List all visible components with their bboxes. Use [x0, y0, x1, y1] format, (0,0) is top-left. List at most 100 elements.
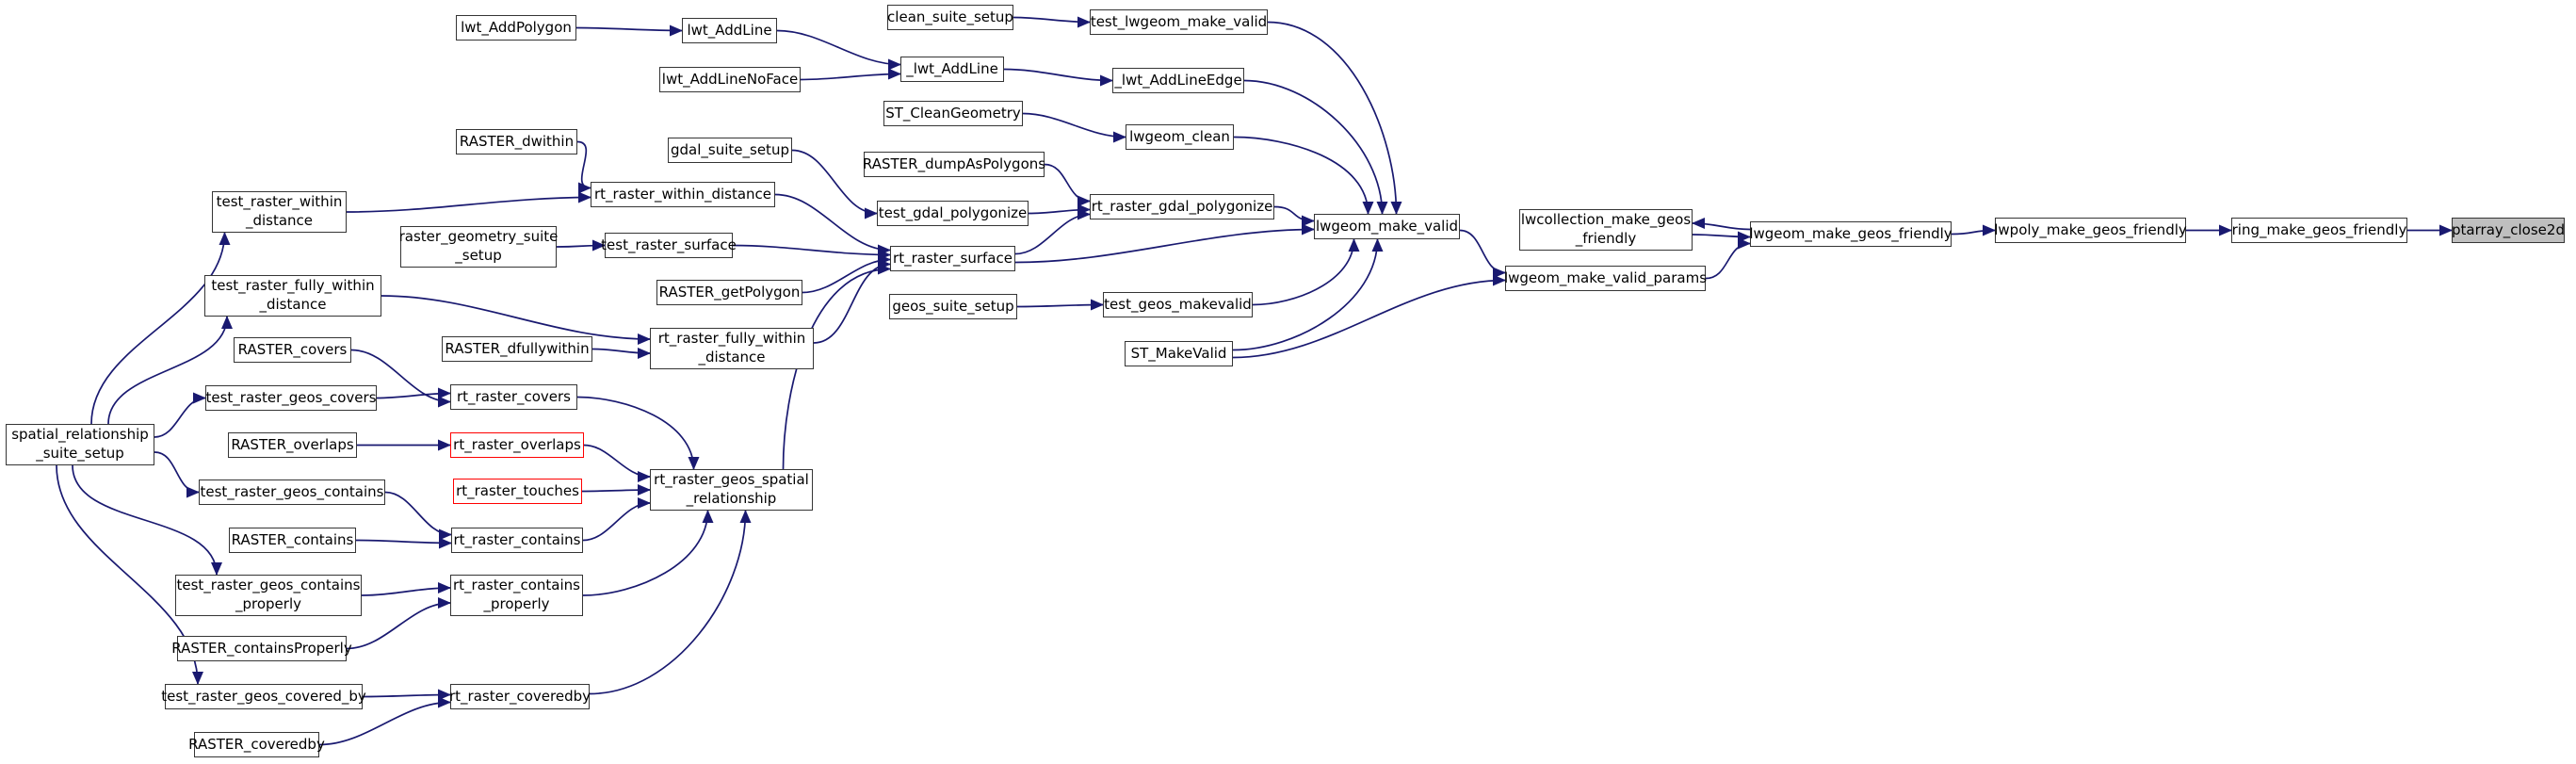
graph-node-lwcollection_make_geos_friendly[interactable]: lwcollection_make_geos _friendly	[1519, 209, 1693, 251]
graph-node-lwt_AddLine[interactable]: lwt_AddLine	[682, 18, 777, 43]
graph-node-lwgeom_make_valid_params[interactable]: lwgeom_make_valid_params	[1504, 266, 1707, 291]
edge-lwt_AddLine--_lwt_AddLine	[776, 29, 901, 71]
graph-node-test_raster_fully_within_distance[interactable]: test_raster_fully_within _distance	[204, 275, 381, 317]
graph-node-ring_make_geos_friendly[interactable]: ring_make_geos_friendly	[2231, 218, 2407, 243]
graph-node-spatial_relationship_suite_setup[interactable]: spatial_relationship _suite_setup	[6, 424, 154, 465]
graph-node-label: RASTER_coveredby	[188, 735, 325, 753]
edge-test_raster_geos_covers--rt_raster_covers	[376, 387, 451, 399]
graph-node-lwt_AddPolygon[interactable]: lwt_AddPolygon	[456, 15, 576, 41]
graph-node-RASTER_covers[interactable]: RASTER_covers	[234, 337, 351, 363]
graph-node-RASTER_contains[interactable]: RASTER_contains	[229, 528, 356, 553]
graph-node-label: rt_raster_within_distance	[593, 185, 772, 203]
edge-rt_raster_touches--rt_raster_geos_spatial_relationship	[581, 484, 651, 496]
graph-node-rt_raster_contains_properly[interactable]: rt_raster_contains _properly	[450, 575, 583, 616]
graph-node-test_raster_geos_contains[interactable]: test_raster_geos_contains	[199, 480, 385, 505]
edge-lwt_AddLineNoFace--_lwt_AddLine	[800, 68, 901, 81]
graph-node-clean_suite_setup[interactable]: clean_suite_setup	[887, 5, 1013, 30]
graph-node-test_lwgeom_make_valid[interactable]: test_lwgeom_make_valid	[1090, 9, 1268, 35]
graph-node-lwt_AddLineNoFace[interactable]: lwt_AddLineNoFace	[659, 67, 801, 92]
graph-node-label: RASTER_overlaps	[231, 435, 354, 453]
edge-spatial_relationship_suite_setup--test_raster_geos_contains_properly	[72, 464, 222, 576]
graph-node-label: test_raster_within _distance	[216, 193, 343, 229]
edge-lwt_AddPolygon--lwt_AddLine	[575, 24, 683, 37]
graph-node-test_raster_within_distance[interactable]: test_raster_within _distance	[212, 191, 347, 233]
graph-node-_lwt_AddLineEdge[interactable]: _lwt_AddLineEdge	[1112, 68, 1244, 93]
graph-node-test_gdal_polygonize[interactable]: test_gdal_polygonize	[877, 201, 1029, 226]
graph-node-rt_raster_geos_spatial_relationship[interactable]: rt_raster_geos_spatial _relationship	[650, 469, 813, 511]
graph-node-RASTER_getPolygon[interactable]: RASTER_getPolygon	[656, 280, 802, 305]
graph-node-test_geos_makevalid[interactable]: test_geos_makevalid	[1103, 292, 1253, 317]
graph-node-label: test_raster_geos_contains _properly	[176, 577, 361, 612]
edge-rt_raster_contains--rt_raster_geos_spatial_relationship	[582, 497, 651, 542]
graph-node-lwgeom_make_valid[interactable]: lwgeom_make_valid	[1314, 214, 1460, 239]
graph-node-label: clean_suite_setup	[887, 8, 1013, 25]
graph-node-label: rt_raster_contains	[453, 530, 581, 548]
graph-node-ST_CleanGeometry[interactable]: ST_CleanGeometry	[883, 101, 1023, 126]
edge-lwcollection_make_geos_friendly--lwgeom_make_geos_friendly	[1692, 231, 1751, 243]
graph-node-label: lwgeom_clean	[1129, 127, 1230, 145]
graph-node-label: test_raster_geos_covered_by	[161, 687, 366, 705]
graph-node-rt_raster_contains[interactable]: rt_raster_contains	[451, 528, 583, 553]
edge-clean_suite_setup--test_lwgeom_make_valid	[1013, 16, 1091, 28]
graph-node-label: rt_raster_contains _properly	[453, 577, 580, 612]
graph-node-label: _lwt_AddLineEdge	[1114, 71, 1242, 89]
edge-rt_raster_within_distance--rt_raster_surface	[774, 193, 891, 256]
graph-node-gdal_suite_setup[interactable]: gdal_suite_setup	[668, 138, 792, 163]
graph-node-rt_raster_overlaps[interactable]: rt_raster_overlaps	[450, 432, 584, 458]
graph-node-label: lwt_AddPolygon	[461, 18, 572, 36]
edge-RASTER_dumpAsPolygons--rt_raster_gdal_polygonize	[1044, 163, 1091, 207]
edge-test_raster_geos_contains--rt_raster_contains	[384, 491, 452, 541]
graph-node-label: test_raster_geos_covers	[205, 388, 377, 406]
edge-test_gdal_polygonize--rt_raster_gdal_polygonize	[1028, 203, 1091, 216]
graph-node-label: rt_raster_gdal_polygonize	[1091, 197, 1273, 215]
edge-geos_suite_setup--test_geos_makevalid	[1016, 299, 1104, 311]
graph-node-lwgeom_make_geos_friendly[interactable]: lwgeom_make_geos_friendly	[1749, 221, 1952, 247]
edge-lwgeom_make_geos_friendly--lwpoly_make_geos_friendly	[1951, 224, 1996, 236]
graph-node-RASTER_dwithin[interactable]: RASTER_dwithin	[456, 129, 577, 154]
edge-test_geos_makevalid--lwgeom_make_valid	[1252, 238, 1360, 306]
graph-node-rt_raster_touches[interactable]: rt_raster_touches	[453, 479, 582, 504]
graph-node-test_raster_geos_contains_properly[interactable]: test_raster_geos_contains _properly	[175, 575, 362, 616]
graph-node-label: RASTER_containsProperly	[171, 639, 352, 657]
graph-node-_lwt_AddLine[interactable]: _lwt_AddLine	[900, 57, 1004, 82]
graph-node-lwpoly_make_geos_friendly[interactable]: lwpoly_make_geos_friendly	[1994, 218, 2187, 243]
graph-node-rt_raster_gdal_polygonize[interactable]: rt_raster_gdal_polygonize	[1090, 194, 1274, 219]
graph-node-test_raster_geos_covered_by[interactable]: test_raster_geos_covered_by	[161, 684, 366, 709]
graph-node-RASTER_coveredby[interactable]: RASTER_coveredby	[188, 732, 325, 757]
graph-node-test_raster_geos_covers[interactable]: test_raster_geos_covers	[205, 385, 377, 411]
graph-node-label: rt_raster_overlaps	[453, 435, 581, 453]
edge-RASTER_dfullywithin--rt_raster_fully_within_distance	[591, 347, 651, 359]
edge-rt_raster_gdal_polygonize--lwgeom_make_valid	[1273, 205, 1315, 227]
graph-node-RASTER_containsProperly[interactable]: RASTER_containsProperly	[171, 636, 352, 661]
edge-rt_raster_fully_within_distance--rt_raster_surface	[813, 258, 891, 344]
edge-rt_raster_contains_properly--rt_raster_geos_spatial_relationship	[582, 510, 714, 596]
graph-node-rt_raster_fully_within_distance[interactable]: rt_raster_fully_within _distance	[650, 328, 814, 369]
edge-rt_raster_surface--lwgeom_make_valid	[1014, 223, 1315, 264]
graph-node-label: rt_raster_surface	[893, 249, 1013, 267]
graph-node-ST_MakeValid[interactable]: ST_MakeValid	[1125, 341, 1233, 366]
graph-node-label: lwcollection_make_geos _friendly	[1520, 211, 1692, 247]
graph-node-geos_suite_setup[interactable]: geos_suite_setup	[889, 294, 1017, 319]
graph-node-rt_raster_covers[interactable]: rt_raster_covers	[450, 384, 577, 410]
graph-node-label: test_raster_geos_contains	[200, 482, 384, 500]
graph-node-rt_raster_surface[interactable]: rt_raster_surface	[890, 246, 1015, 271]
graph-node-label: geos_suite_setup	[892, 297, 1014, 315]
graph-node-label: ring_make_geos_friendly	[2231, 220, 2407, 238]
graph-node-RASTER_overlaps[interactable]: RASTER_overlaps	[228, 432, 357, 458]
graph-node-lwgeom_clean[interactable]: lwgeom_clean	[1126, 124, 1234, 150]
graph-node-label: rt_raster_touches	[456, 481, 579, 499]
graph-node-raster_geometry_suite_setup[interactable]: raster_geometry_suite _setup	[399, 226, 558, 268]
graph-node-label: RASTER_dfullywithin	[445, 339, 590, 357]
graph-node-label: RASTER_getPolygon	[658, 283, 801, 301]
graph-node-RASTER_dumpAsPolygons[interactable]: RASTER_dumpAsPolygons	[863, 152, 1045, 177]
graph-node-rt_raster_within_distance[interactable]: rt_raster_within_distance	[591, 182, 775, 207]
graph-node-test_raster_surface[interactable]: test_raster_surface	[601, 233, 737, 258]
edge-ST_CleanGeometry--lwgeom_clean	[1022, 112, 1126, 143]
edge-RASTER_containsProperly--rt_raster_contains_properly	[346, 597, 451, 650]
graph-node-RASTER_dfullywithin[interactable]: RASTER_dfullywithin	[442, 336, 592, 362]
edge-rt_raster_covers--rt_raster_geos_spatial_relationship	[576, 396, 700, 470]
graph-node-label: lwpoly_make_geos_friendly	[1994, 220, 2187, 238]
graph-node-rt_raster_coveredby[interactable]: rt_raster_coveredby	[449, 684, 591, 709]
